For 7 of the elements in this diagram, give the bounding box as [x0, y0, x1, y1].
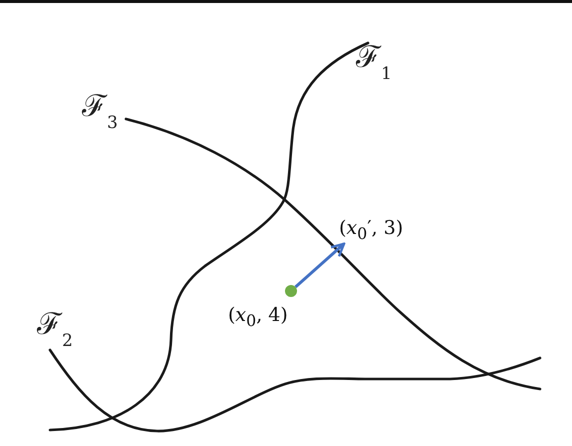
- arrow: [294, 242, 346, 288]
- curve-label: ℱ$_{1}$: [356, 42, 392, 86]
- coordinate-label: (x$_{0}$′, 3): [339, 217, 404, 245]
- coordinate-label: (x$_{0}$, 4): [228, 304, 288, 332]
- curve-label: ℱ$_{3}$: [82, 91, 118, 135]
- dot-icon: [285, 285, 297, 297]
- curve-label: ℱ$_{2}$: [37, 309, 73, 353]
